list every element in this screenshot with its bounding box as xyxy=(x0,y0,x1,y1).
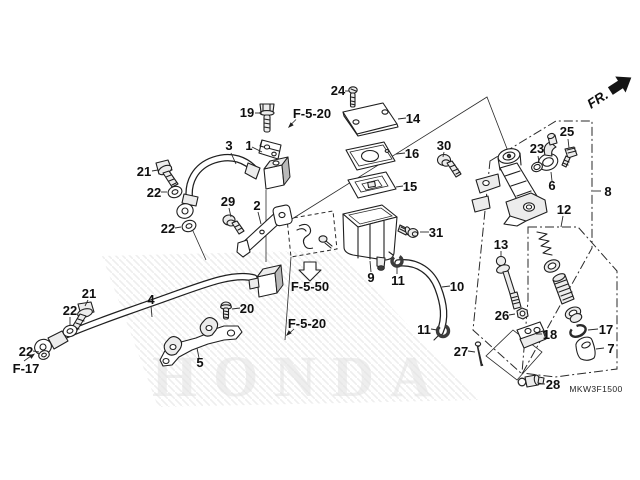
kit-box-12 xyxy=(521,226,618,378)
assembly-box-8 xyxy=(472,120,593,375)
callout-26[interactable]: 26 xyxy=(495,308,509,323)
callout-31[interactable]: 31 xyxy=(429,225,443,240)
rod-joint-18 xyxy=(516,321,547,349)
callout-24[interactable]: 24 xyxy=(331,83,346,98)
hose-4-fitting xyxy=(47,330,69,350)
oil-joint-6 xyxy=(537,132,559,171)
callout-11-upper[interactable]: 11 xyxy=(391,273,405,288)
cotter-pin-27 xyxy=(474,341,484,367)
callout-22-second[interactable]: 22 xyxy=(161,221,175,236)
boot-7 xyxy=(575,336,596,361)
bolt-25 xyxy=(561,146,578,168)
joint-block-lower xyxy=(248,264,284,298)
washer-22-top xyxy=(167,185,183,199)
ref-f-5-50[interactable]: F-5-50 xyxy=(291,279,329,294)
washer-22-left xyxy=(62,324,78,338)
screw-24 xyxy=(348,86,358,108)
callouts: 19 1 3 21 22 29 2 22 24 14 16 15 30 31 9… xyxy=(19,83,615,392)
ref-hollow-arrow-f550 xyxy=(298,261,322,282)
callout-5[interactable]: 5 xyxy=(196,355,203,370)
ref-f-5-20-top[interactable]: F-5-20 xyxy=(293,106,331,121)
callout-11-lower[interactable]: 11 xyxy=(417,322,431,337)
ref-labels: F-5-20 F-5-50 F-5-20 F-17 xyxy=(13,106,332,376)
fr-direction: FR. xyxy=(584,76,632,112)
callout-19[interactable]: 19 xyxy=(240,105,254,120)
fr-arrow-icon xyxy=(607,76,632,95)
o-ring-23 xyxy=(531,161,543,173)
hose-clip-11-upper xyxy=(388,251,404,268)
callout-28[interactable]: 28 xyxy=(546,377,560,392)
reservoir-9 xyxy=(342,204,398,271)
callout-23[interactable]: 23 xyxy=(530,141,544,156)
reservoir-hose-10 xyxy=(394,259,448,336)
bolt-20 xyxy=(220,301,232,320)
snap-ring-17 xyxy=(569,324,587,338)
bolt-30 xyxy=(436,153,462,178)
callout-16[interactable]: 16 xyxy=(405,146,419,161)
watermark-text: HONDA xyxy=(152,344,448,409)
callout-7[interactable]: 7 xyxy=(607,341,614,356)
callout-15[interactable]: 15 xyxy=(403,179,417,194)
callout-4[interactable]: 4 xyxy=(147,292,155,307)
callout-1[interactable]: 1 xyxy=(245,138,252,153)
reservoir-cap-14 xyxy=(342,102,399,137)
callout-2[interactable]: 2 xyxy=(253,198,260,213)
bolt-29 xyxy=(222,214,245,235)
callout-3[interactable]: 3 xyxy=(225,138,232,153)
brake-hose-3 xyxy=(176,153,261,219)
master-cylinder-body xyxy=(471,148,548,227)
washer-22-second xyxy=(181,219,207,261)
callout-17[interactable]: 17 xyxy=(599,322,613,337)
clamp-box-f550 xyxy=(286,210,338,258)
nut-26 xyxy=(516,307,529,320)
joint-pin-28 xyxy=(517,374,545,388)
leader-lines xyxy=(32,90,605,385)
clamp-parts-f550 xyxy=(296,223,333,250)
ref-arrow-f17 xyxy=(28,353,35,359)
diagram-code: MKW3F1500 xyxy=(569,384,622,394)
banjo-bolt-21-bottom xyxy=(70,301,95,333)
callout-18[interactable]: 18 xyxy=(543,327,557,342)
banjo-bolt-21-top xyxy=(155,159,179,188)
callout-10[interactable]: 10 xyxy=(450,279,464,294)
bracket-1 xyxy=(258,139,282,160)
callout-12[interactable]: 12 xyxy=(557,202,571,217)
callout-22-left[interactable]: 22 xyxy=(63,303,77,318)
ref-f-5-20-bottom[interactable]: F-5-20 xyxy=(288,316,326,331)
diaphragm-15 xyxy=(347,171,397,199)
callout-29[interactable]: 29 xyxy=(221,194,235,209)
callout-9[interactable]: 9 xyxy=(367,270,374,285)
bolt-19 xyxy=(259,103,275,133)
hose-3-neck xyxy=(181,193,199,207)
hose-clip-11-lower xyxy=(433,323,451,341)
ref-arrow-top xyxy=(288,122,294,128)
callout-30[interactable]: 30 xyxy=(437,138,451,153)
callout-13[interactable]: 13 xyxy=(494,237,508,252)
callout-20[interactable]: 20 xyxy=(240,301,254,316)
joint-block-upper xyxy=(263,156,291,190)
fr-label: FR. xyxy=(584,87,610,111)
callout-22-top[interactable]: 22 xyxy=(147,185,161,200)
piston-kit-12 xyxy=(536,231,583,323)
set-plate-16 xyxy=(345,141,396,171)
callout-21-bottom[interactable]: 21 xyxy=(82,286,96,301)
brake-hose-4 xyxy=(34,272,258,356)
callout-21-top[interactable]: 21 xyxy=(137,164,151,179)
callout-25[interactable]: 25 xyxy=(560,124,574,139)
bolt-31 xyxy=(397,224,419,238)
push-rod-13 xyxy=(495,255,522,310)
stay-bracket-5 xyxy=(159,316,243,367)
ref-f-17[interactable]: F-17 xyxy=(13,361,40,376)
bracket-2 xyxy=(236,204,293,258)
callout-6[interactable]: 6 xyxy=(548,178,555,193)
hose-3-fitting xyxy=(244,162,261,180)
callout-8[interactable]: 8 xyxy=(604,184,611,199)
clamp-leader-line xyxy=(284,256,292,341)
washer-22-bottom-left xyxy=(38,350,50,360)
callout-27[interactable]: 27 xyxy=(454,344,468,359)
callout-14[interactable]: 14 xyxy=(406,111,421,126)
ref-arrow-bottom xyxy=(286,330,292,336)
